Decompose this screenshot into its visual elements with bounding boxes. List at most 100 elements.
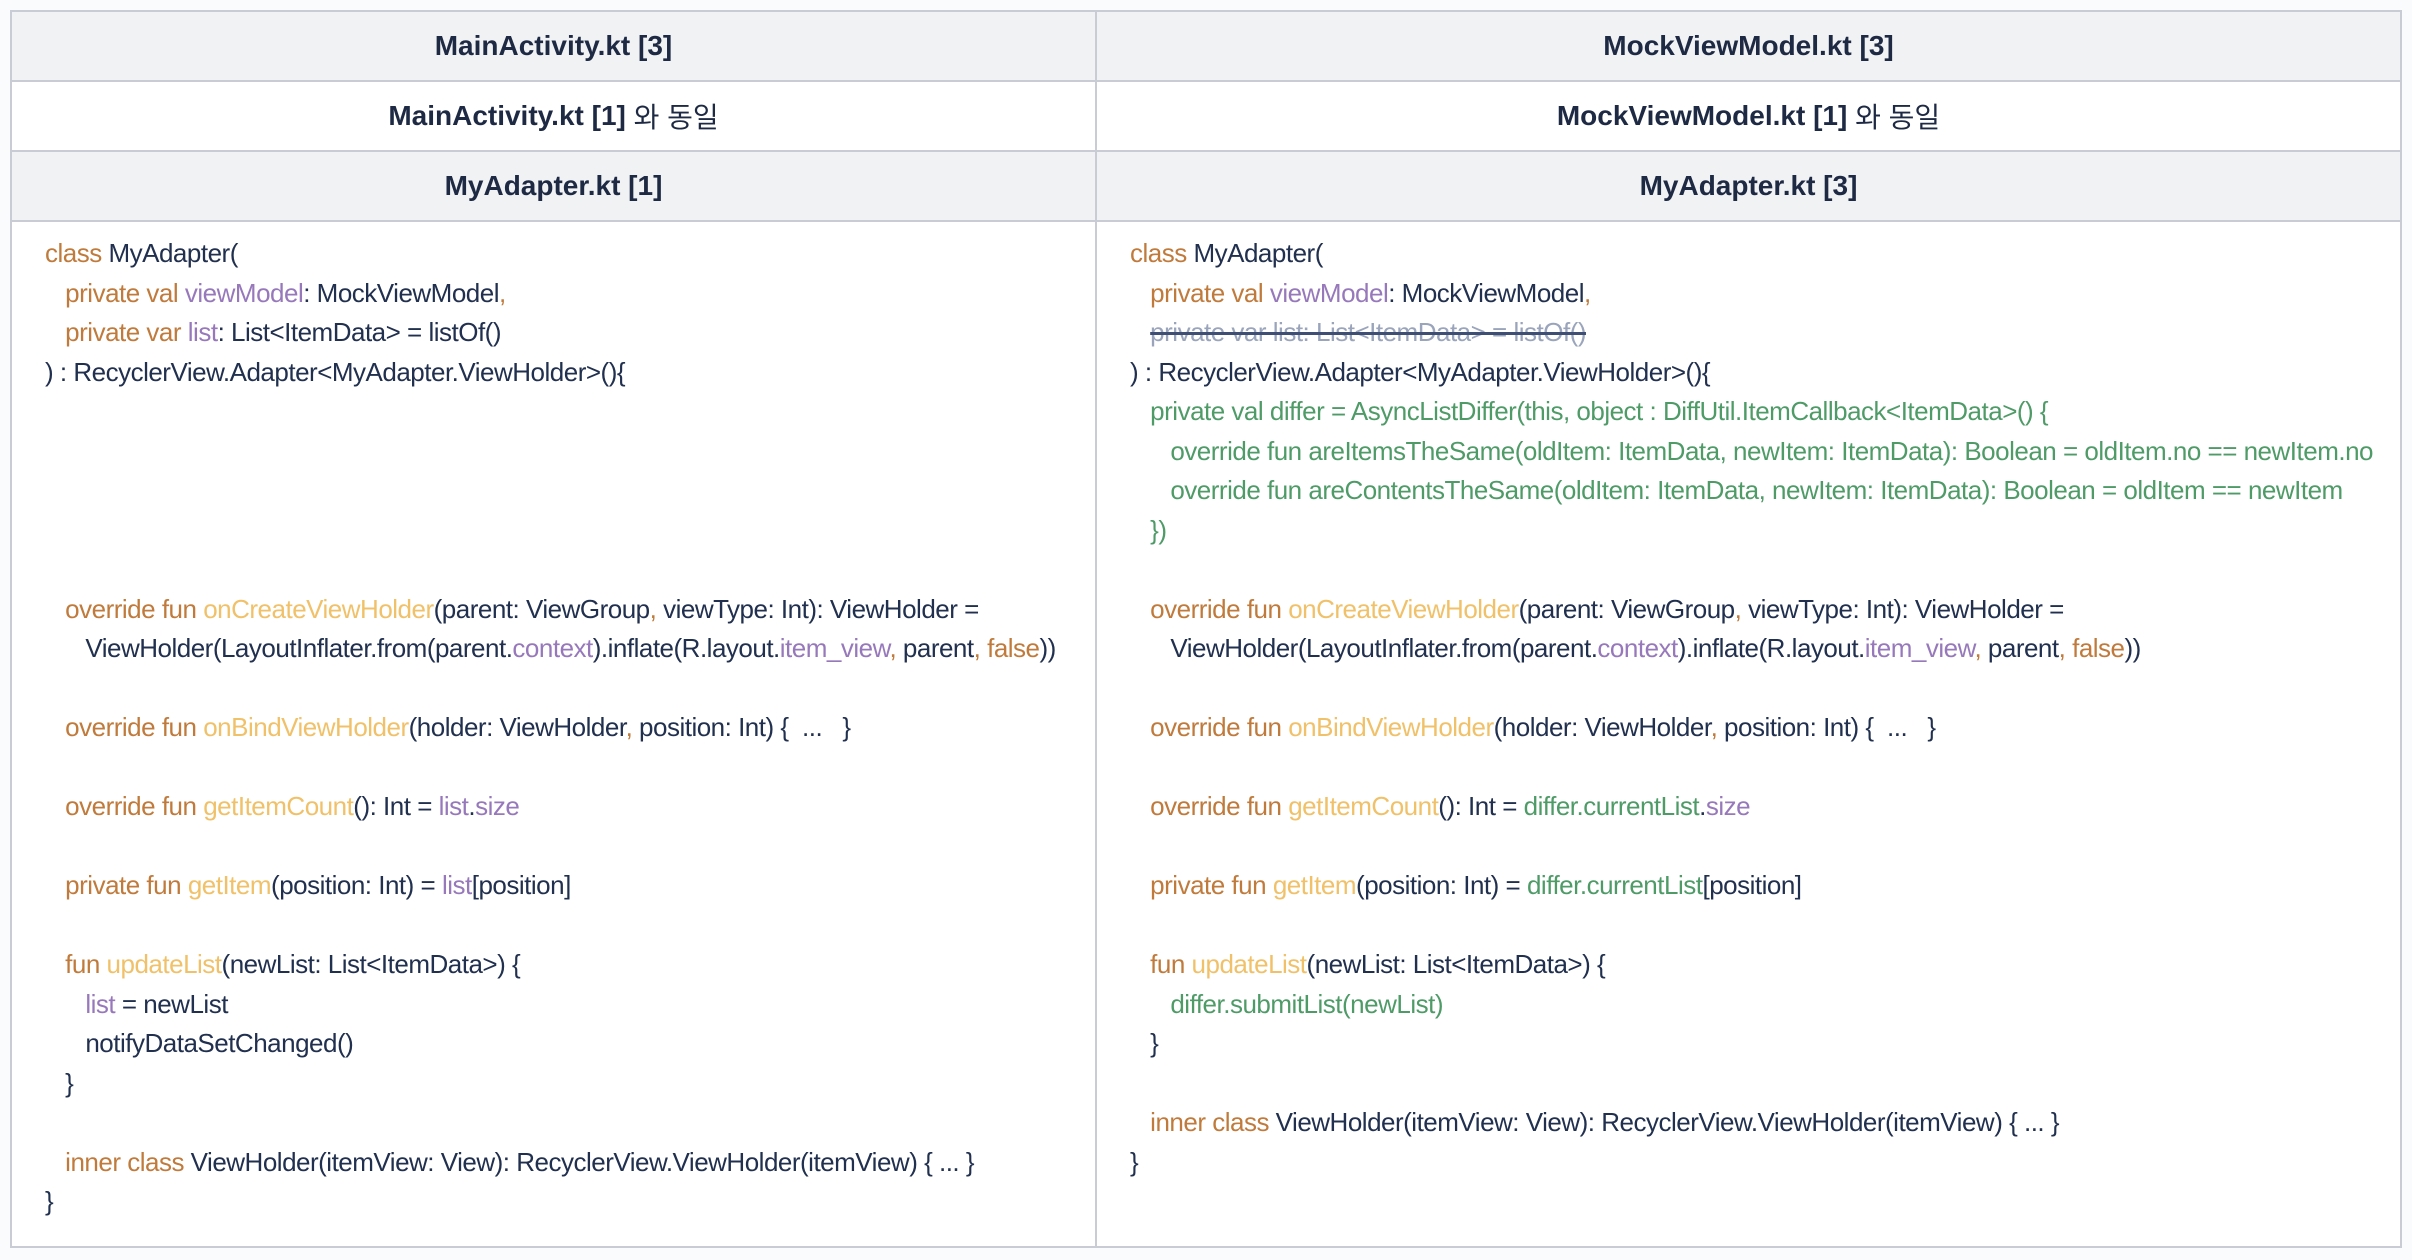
code-line: fun updateList(newList: List<ItemData>) … <box>45 945 1095 985</box>
code-token <box>1130 436 1170 466</box>
code-token <box>45 278 65 308</box>
code-line: differ.submitList(newList) <box>1130 985 2400 1025</box>
code-line: ) : RecyclerView.Adapter<MyAdapter.ViewH… <box>1130 353 2400 393</box>
code-token: , <box>2058 633 2066 663</box>
code-token: fun <box>1150 949 1192 979</box>
code-line: override fun onCreateViewHolder(parent: … <box>45 590 1095 630</box>
code-token: private var list: List<ItemData> = listO… <box>1150 317 1586 347</box>
note-mainactivity-same: MainActivity.kt [1] 와 동일 <box>12 82 1095 150</box>
code-line <box>1130 906 2400 946</box>
note-mockviewmodel-same: MockViewModel.kt [1] 와 동일 <box>1097 82 2400 150</box>
code-token: class <box>45 238 102 268</box>
note-same-text: 와 동일 <box>625 102 719 133</box>
code-token: [position] <box>1702 870 1802 900</box>
code-token <box>45 791 65 821</box>
code-line: private var list: List<ItemData> = listO… <box>45 313 1095 353</box>
header-myadapter-3: MyAdapter.kt [3] <box>1097 152 2400 220</box>
code-token: )) <box>2124 633 2142 663</box>
code-token: (parent: ViewGroup <box>433 593 650 624</box>
code-line <box>45 906 1095 946</box>
code-token <box>45 989 85 1019</box>
code-token: (position: Int) = <box>1356 870 1527 900</box>
code-line: list = newList <box>45 985 1095 1025</box>
header-mainactivity-3: MainActivity.kt [3] <box>12 12 1095 80</box>
code-token <box>45 870 65 900</box>
code-token: (): Int = <box>1438 791 1524 821</box>
code-token: , <box>1734 593 1742 624</box>
code-token: ViewHolder(LayoutInflater.from(parent. <box>1130 633 1598 663</box>
header-label: MyAdapter.kt [3] <box>1639 170 1858 201</box>
code-token: onBindViewHolder <box>203 712 409 742</box>
code-token <box>1130 396 1150 426</box>
code-line: override fun getItemCount(): Int = diffe… <box>1130 787 2400 827</box>
code-token: , <box>1584 277 1591 308</box>
code-line: } <box>1130 1143 2400 1183</box>
code-line <box>1130 748 2400 788</box>
code-token: . <box>1699 791 1706 821</box>
code-block-myadapter-v3: class MyAdapter( private val viewModel: … <box>1097 222 2400 1246</box>
code-token: (): Int = <box>353 791 439 821</box>
code-line: private val differ = AsyncListDiffer(thi… <box>1130 392 2400 432</box>
note-file-label: MainActivity.kt [1] <box>388 100 626 131</box>
code-token: ViewHolder(itemView: View): RecyclerView… <box>190 1146 975 1177</box>
code-token: }) <box>1150 514 1167 545</box>
code-token <box>45 317 65 347</box>
code-token: } <box>45 1186 54 1216</box>
code-token: size <box>1705 791 1751 821</box>
code-token: list <box>441 870 472 900</box>
code-token: override fun <box>1150 791 1289 821</box>
code-token: context <box>512 633 593 663</box>
code-line <box>45 748 1095 788</box>
code-line: class MyAdapter( <box>45 234 1095 274</box>
code-token: list <box>187 317 218 347</box>
code-token <box>1130 594 1150 624</box>
code-line <box>1130 550 2400 590</box>
code-token: , <box>499 277 506 308</box>
code-token: list <box>85 988 116 1019</box>
code-token: MyAdapter( <box>101 238 238 268</box>
code-token: private val <box>65 277 185 308</box>
code-token: inner class <box>65 1146 191 1177</box>
code-token: onCreateViewHolder <box>1288 593 1519 624</box>
code-token: parent <box>896 633 974 663</box>
code-token: parent <box>1981 633 2059 663</box>
code-line <box>45 511 1095 551</box>
code-token: viewType: Int): ViewHolder = <box>656 593 979 624</box>
code-line <box>1130 669 2400 709</box>
code-token <box>1130 870 1150 900</box>
note-same-text: 와 동일 <box>1847 102 1941 133</box>
code-token: } <box>1130 1028 1159 1058</box>
code-line: ViewHolder(LayoutInflater.from(parent.co… <box>45 629 1095 669</box>
code-line: } <box>1130 1024 2400 1064</box>
code-token <box>45 712 65 742</box>
code-token: updateList <box>1191 949 1307 979</box>
code-token: (newList: List<ItemData>) { <box>221 949 521 979</box>
code-line <box>45 471 1095 511</box>
code-line: } <box>45 1182 1095 1222</box>
code-token: [position] <box>471 870 572 900</box>
code-token: notifyDataSetChanged() <box>45 1028 354 1058</box>
code-line: override fun getItemCount(): Int = list.… <box>45 787 1095 827</box>
code-token: private val differ = AsyncListDiffer(thi… <box>1150 396 2049 426</box>
code-token: ).inflate(R.layout. <box>1677 633 1866 663</box>
code-token: MyAdapter( <box>1186 238 1323 268</box>
code-token: } <box>1130 1146 1139 1177</box>
code-line: inner class ViewHolder(itemView: View): … <box>1130 1103 2400 1143</box>
note-file-label: MockViewModel.kt [1] <box>1556 100 1848 131</box>
code-token: (holder: ViewHolder <box>408 712 626 742</box>
code-token: getItemCount <box>1288 791 1439 821</box>
code-line <box>45 550 1095 590</box>
code-token <box>45 594 65 624</box>
code-token: position: Int) { ... } <box>1717 712 1936 742</box>
code-token: (holder: ViewHolder <box>1493 712 1711 742</box>
code-token <box>1130 278 1150 308</box>
code-token: , <box>625 712 633 742</box>
code-token: getItem <box>187 870 272 900</box>
code-line: class MyAdapter( <box>1130 234 2400 274</box>
code-token: viewType: Int): ViewHolder = <box>1741 593 2064 624</box>
code-token: differ.currentList <box>1523 791 1700 821</box>
code-line: private var list: List<ItemData> = listO… <box>1130 313 2400 353</box>
code-token: onBindViewHolder <box>1288 712 1494 742</box>
code-token: private val <box>1150 277 1270 308</box>
code-token: class <box>1130 238 1187 268</box>
